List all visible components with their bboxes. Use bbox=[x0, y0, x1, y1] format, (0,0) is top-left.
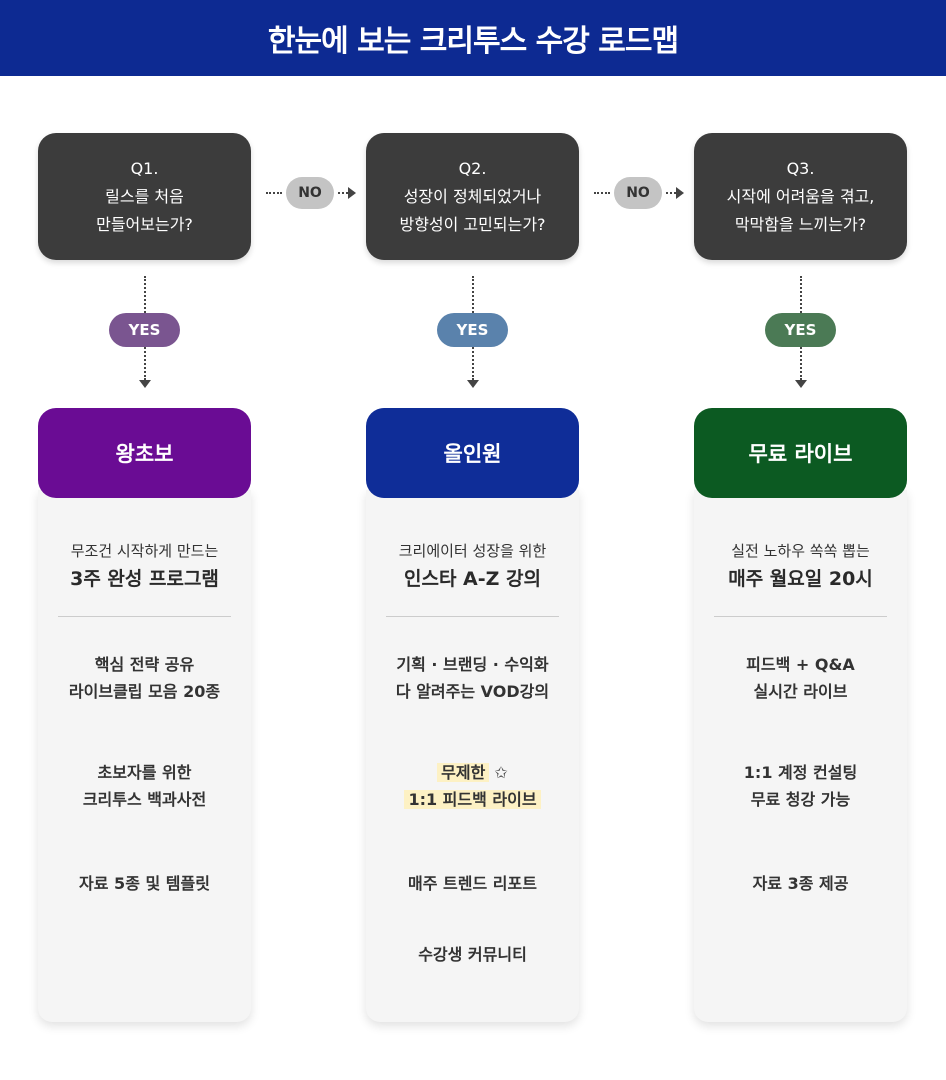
star-icon: ✩ bbox=[489, 763, 508, 782]
card-subtitle: 실전 노하우 쏙쏙 뽑는 bbox=[731, 542, 870, 560]
yes-pill: YES bbox=[765, 313, 836, 347]
question-number: Q3. bbox=[786, 159, 815, 178]
card-subtitle: 크리에이터 성장을 위한 bbox=[398, 542, 547, 560]
arrow-down-icon bbox=[467, 380, 479, 388]
arrow-down-icon bbox=[139, 380, 151, 388]
card-subtitle: 무조건 시작하게 만드는 bbox=[70, 542, 219, 560]
feature-item: 자료 3종 제공 bbox=[752, 874, 849, 893]
question-box: Q2. 성장이 정체되었거나 방향성이 고민되는가? bbox=[366, 133, 579, 260]
question-text: 만들어보는가? bbox=[96, 215, 193, 234]
no-pill: NO bbox=[614, 177, 662, 209]
feature-item: 자료 5종 및 템플릿 bbox=[79, 874, 210, 893]
question-text: 막막함을 느끼는가? bbox=[734, 215, 867, 234]
page-header: 한눈에 보는 크리투스 수강 로드맵 bbox=[0, 0, 946, 76]
divider bbox=[58, 616, 231, 617]
card-headline: 3주 완성 프로그램 bbox=[70, 568, 219, 590]
course-title[interactable]: 올인원 bbox=[366, 408, 579, 498]
yes-pill: YES bbox=[437, 313, 508, 347]
question-text: 시작에 어려움을 겪고, bbox=[726, 187, 875, 206]
no-connector-2: NO bbox=[594, 177, 704, 209]
course-title[interactable]: 무료 라이브 bbox=[694, 408, 907, 498]
question-box: Q3. 시작에 어려움을 겪고, 막막함을 느끼는가? bbox=[694, 133, 907, 260]
divider bbox=[386, 616, 559, 617]
question-text: 릴스를 처음 bbox=[105, 187, 184, 206]
no-connector-1: NO bbox=[266, 177, 376, 209]
arrow-right-icon bbox=[348, 187, 356, 199]
feature-item: 매주 트렌드 리포트 bbox=[408, 874, 537, 893]
question-box: Q1. 릴스를 처음 만들어보는가? bbox=[38, 133, 251, 260]
page-title: 한눈에 보는 크리투스 수강 로드맵 bbox=[267, 24, 679, 59]
no-pill: NO bbox=[286, 177, 334, 209]
yes-pill: YES bbox=[109, 313, 180, 347]
arrow-down-icon bbox=[795, 380, 807, 388]
question-text: 방향성이 고민되는가? bbox=[399, 215, 546, 234]
question-text: 성장이 정체되었거나 bbox=[403, 187, 542, 206]
card-headline: 인스타 A-Z 강의 bbox=[404, 568, 541, 590]
divider bbox=[714, 616, 887, 617]
card-headline: 매주 월요일 20시 bbox=[728, 568, 873, 590]
feature-item-highlight: 무제한 ✩1:1 피드백 라이브 bbox=[366, 759, 579, 813]
question-number: Q2. bbox=[458, 159, 487, 178]
course-title[interactable]: 왕초보 bbox=[38, 408, 251, 498]
arrow-right-icon bbox=[676, 187, 684, 199]
feature-item: 수강생 커뮤니티 bbox=[418, 945, 527, 964]
question-number: Q1. bbox=[130, 159, 159, 178]
